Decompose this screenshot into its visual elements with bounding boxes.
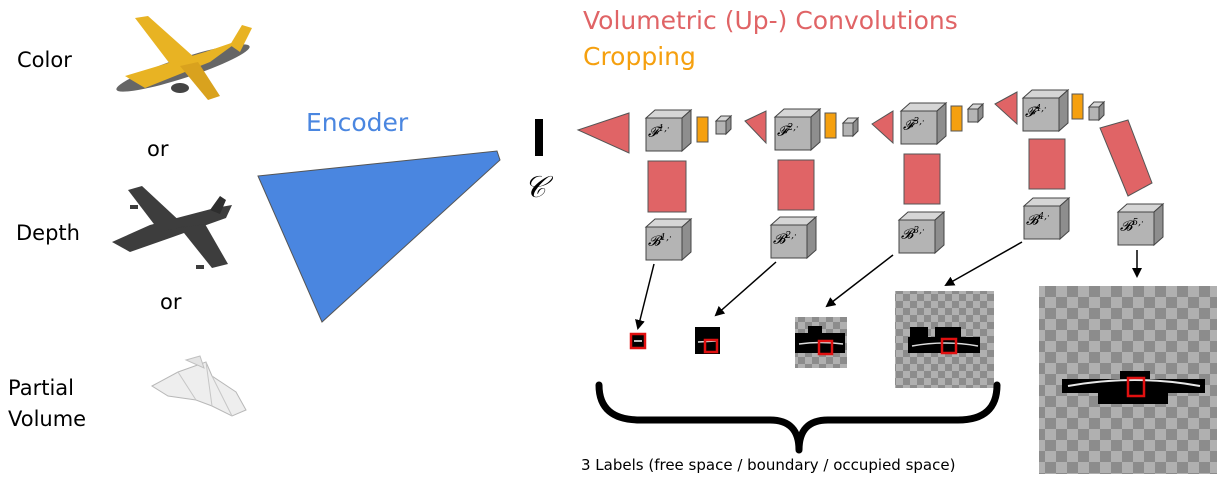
conv-rect-4 [1028, 138, 1066, 190]
feature-cube-3 [899, 101, 948, 146]
curly-brace [595, 381, 1001, 454]
feature-cube-4 [1021, 88, 1070, 133]
conv-rect-2 [777, 159, 815, 211]
arrow-1 [635, 263, 655, 330]
labels-caption: 3 Labels (free space / boundary / occupi… [581, 456, 956, 474]
input-volume-label: Volume [8, 407, 87, 431]
boundary-label-1: 𝓑1,· [648, 233, 672, 250]
encoder-block [257, 150, 501, 323]
boundary-cube-5 [1116, 202, 1165, 247]
input-partial-label: Partial [8, 376, 74, 400]
output-slice-4 [895, 291, 994, 388]
output-slice-3 [795, 317, 847, 368]
feature-label-2: 𝓕2,· [777, 123, 799, 140]
latent-code-label: 𝒞 [524, 170, 546, 205]
boundary-cube-4 [1022, 196, 1071, 241]
conv-block-2 [744, 110, 767, 145]
conv-block-3 [871, 110, 894, 145]
crop-bar-1 [696, 116, 709, 143]
output-slice-5 [1039, 286, 1217, 474]
feature-label-4: 𝓕4,· [1025, 104, 1047, 121]
input-color-label: Color [17, 48, 72, 72]
boundary-label-4: 𝓑4,· [1026, 212, 1050, 229]
feature-cube-1 [644, 108, 693, 153]
boundary-cube-3 [897, 210, 946, 255]
feature-cube-2 [773, 107, 822, 152]
conv-rect-3 [903, 153, 941, 205]
legend-conv-label: Volumetric (Up-) Convolutions [583, 6, 958, 35]
arrow-2 [714, 261, 777, 317]
airplane-color-icon [116, 16, 252, 100]
output-slice-2 [695, 327, 720, 354]
input-depth-label: Depth [16, 221, 80, 245]
conv-block-1 [576, 112, 630, 154]
boundary-label-3: 𝓑3,· [901, 226, 925, 243]
conv-rect-1 [647, 160, 687, 213]
legend-crop-label: Cropping [583, 42, 696, 71]
feature-label-1: 𝓕1,· [648, 124, 670, 141]
or-label-2: or [160, 290, 182, 314]
output-slice-1 [629, 332, 647, 350]
arrow-3 [825, 254, 894, 308]
crop-bar-3 [950, 105, 963, 132]
boundary-cube-1 [644, 217, 693, 262]
latent-code-bar [535, 119, 543, 156]
or-label-1: or [147, 137, 169, 161]
small-cube-1 [714, 114, 733, 136]
conv-block-4 [994, 91, 1018, 126]
boundary-label-2: 𝓑2,· [773, 231, 797, 248]
small-cube-3 [966, 102, 985, 124]
arrow-4 [944, 241, 1023, 286]
encoder-label: Encoder [306, 108, 409, 137]
boundary-cube-2 [769, 215, 818, 260]
feature-label-3: 𝓕3,· [903, 117, 925, 134]
conv-block-5 [1099, 119, 1153, 197]
partial-volume-icon [151, 355, 247, 417]
airplane-depth-icon [112, 186, 232, 269]
boundary-label-5: 𝓑5,· [1120, 218, 1144, 235]
small-cube-4 [1087, 100, 1106, 122]
crop-bar-4 [1071, 93, 1084, 120]
crop-bar-2 [824, 112, 837, 139]
small-cube-2 [841, 116, 860, 138]
